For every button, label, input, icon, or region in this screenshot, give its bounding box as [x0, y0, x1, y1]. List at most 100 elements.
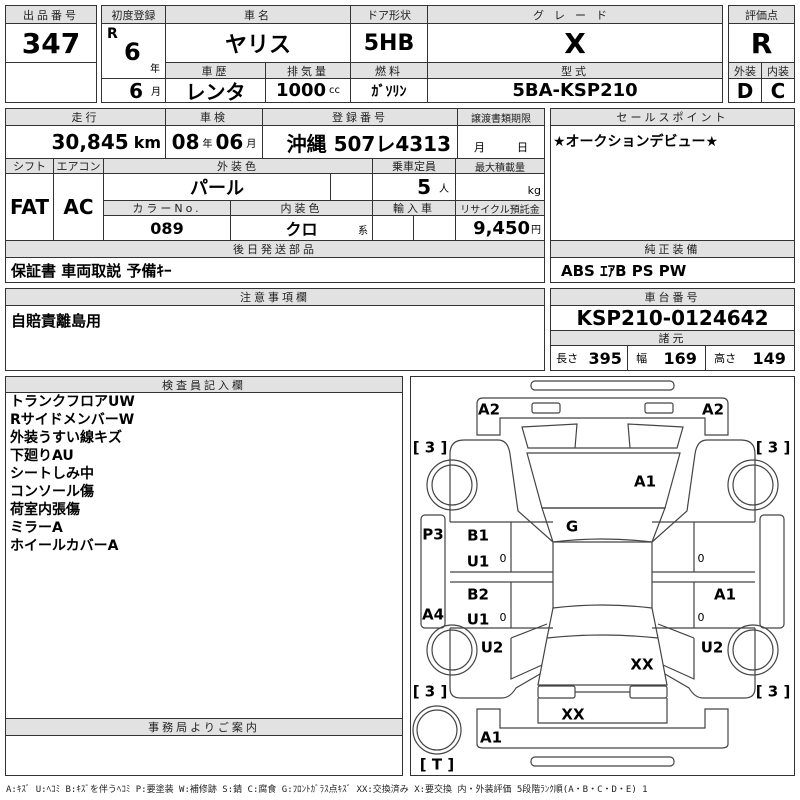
inspector-item: 下廻りAU — [10, 448, 74, 464]
registration-year-unit: 年 — [150, 64, 160, 75]
model-label: 型式 — [427, 62, 723, 79]
damage-left-front-door: B1 — [467, 527, 489, 545]
shift-label: シフト — [5, 158, 54, 174]
fuel-label: 燃料 — [350, 62, 428, 79]
inspection-label: 車検 — [165, 108, 263, 126]
right-doors — [652, 521, 755, 629]
mileage-label: 走行 — [5, 108, 166, 126]
inspector-item: ホイールカバーA — [10, 538, 119, 554]
inspector-item: ミラーA — [10, 520, 63, 536]
damage-left-front-door-2: U1 — [467, 553, 490, 571]
damage-hood: A1 — [634, 473, 656, 491]
door-type: 5HB — [350, 23, 428, 63]
interior-color-unit: 系 — [358, 226, 368, 237]
taillight-left — [537, 685, 576, 699]
inspector-label: 検査員記入欄 — [5, 376, 403, 393]
damage-front-left: A2 — [478, 401, 500, 419]
lot-number: 347 — [5, 23, 97, 63]
rear-bar — [530, 756, 675, 767]
door-label: ドア形状 — [350, 5, 428, 24]
plate-label: 登録番号 — [262, 108, 458, 126]
door-mark: 0 — [500, 552, 507, 565]
history: レンタ — [165, 78, 266, 103]
capacity: 5 — [417, 175, 431, 199]
exterior-score-label: 外装 — [728, 62, 762, 79]
hood — [526, 452, 681, 509]
damage-trunk: XX — [630, 656, 654, 674]
aircon-label: エアコン — [53, 158, 104, 174]
inspector-item: コンソール傷 — [10, 484, 94, 500]
exterior-score: D — [728, 78, 762, 103]
damage-windshield: G — [566, 518, 578, 536]
inspector-item: シートしみ中 — [10, 466, 94, 482]
equipment-label: 純正装備 — [550, 240, 795, 258]
aircon: AC — [53, 173, 104, 241]
import-cell-2 — [413, 215, 456, 241]
displacement-unit: cc — [329, 85, 341, 96]
lot-label: 出品番号 — [5, 5, 97, 24]
office-label: 事務局よりご案内 — [5, 718, 403, 736]
damage-right-rear-door: A1 — [714, 586, 736, 604]
door-mark: 0 — [500, 611, 507, 624]
damage-front-right: A2 — [702, 401, 724, 419]
headlight-right — [644, 402, 674, 414]
front-bar — [530, 380, 675, 391]
plate: 沖縄 507レ4313 — [262, 125, 458, 159]
tire-rear-right: [ 3 ] — [756, 683, 791, 701]
import-cell-1 — [372, 215, 414, 241]
damage-left-sill-2: A4 — [422, 606, 444, 624]
recycle-label: リサイクル預託金 — [455, 200, 545, 216]
damage-rear-panel: XX — [561, 706, 585, 724]
inspector-item: 荷室内張傷 — [10, 502, 80, 518]
parts: 保証書 車両取説 予備ｷｰ — [5, 257, 545, 283]
height-label: 高さ — [714, 352, 737, 365]
roof — [552, 538, 653, 609]
left-rear-fender — [449, 623, 548, 699]
damage-rear-bumper: A1 — [480, 729, 502, 747]
registration-year-cell: R 6 年 — [101, 23, 166, 79]
equipment: ABS ｴｱB PS PW — [550, 257, 795, 283]
chassis-label: 車台番号 — [550, 288, 795, 306]
grille — [521, 423, 684, 449]
transfer-day-unit: 日 — [517, 141, 528, 154]
capacity-unit: 人 — [439, 183, 449, 195]
fuel: ｶﾞｿﾘﾝ — [350, 78, 428, 103]
taillight-right — [629, 685, 668, 699]
left-front-fender — [449, 439, 554, 543]
registration-label: 初度登録 — [101, 5, 166, 24]
displacement-label: 排気量 — [265, 62, 351, 79]
front-bumper — [476, 397, 729, 436]
max-load-label: 最大積載量 — [455, 158, 545, 174]
color-no: 089 — [103, 215, 231, 241]
import-label: 輸入車 — [372, 200, 456, 216]
max-load-unit: kg — [455, 173, 545, 201]
transfer-month-unit: 月 — [474, 141, 485, 154]
interior-color: クロ — [285, 220, 318, 239]
interior-score-label: 内装 — [761, 62, 795, 79]
sales-point: ★オークションデビュー★ — [550, 125, 795, 241]
damage-left-rear-door-2: U1 — [467, 611, 490, 629]
transfer-label: 譲渡書類期限 — [457, 108, 545, 126]
rear-bumper — [476, 708, 729, 749]
score: R — [728, 23, 795, 63]
right-front-fender — [651, 439, 756, 543]
registration-era: R — [107, 26, 118, 42]
rear-window — [537, 607, 668, 686]
recycle: 9,450 — [473, 217, 530, 239]
interior-color-label: 内装色 — [230, 200, 373, 216]
right-sill — [759, 514, 785, 629]
grade: X — [427, 23, 723, 63]
damage-left-quarter: U2 — [481, 639, 504, 657]
width: 169 — [663, 348, 697, 368]
car-diagram: A2 A2 [ 3 ] [ 3 ] [ 3 ] [ 3 ] A1 G P3 B1… — [410, 376, 795, 776]
inspector-item: 外装うすい線キズ — [10, 430, 122, 446]
parts-label: 後日発送部品 — [5, 240, 545, 258]
left-doors — [450, 521, 553, 629]
recycle-unit: 円 — [531, 224, 541, 236]
legend: A:ｷｽﾞ U:ﾍｺﾐ B:ｷｽﾞを伴うﾍｺﾐ P:要塗装 W:補修跡 S:錆 … — [6, 785, 648, 795]
color-no-label: カラーNo. — [103, 200, 231, 216]
